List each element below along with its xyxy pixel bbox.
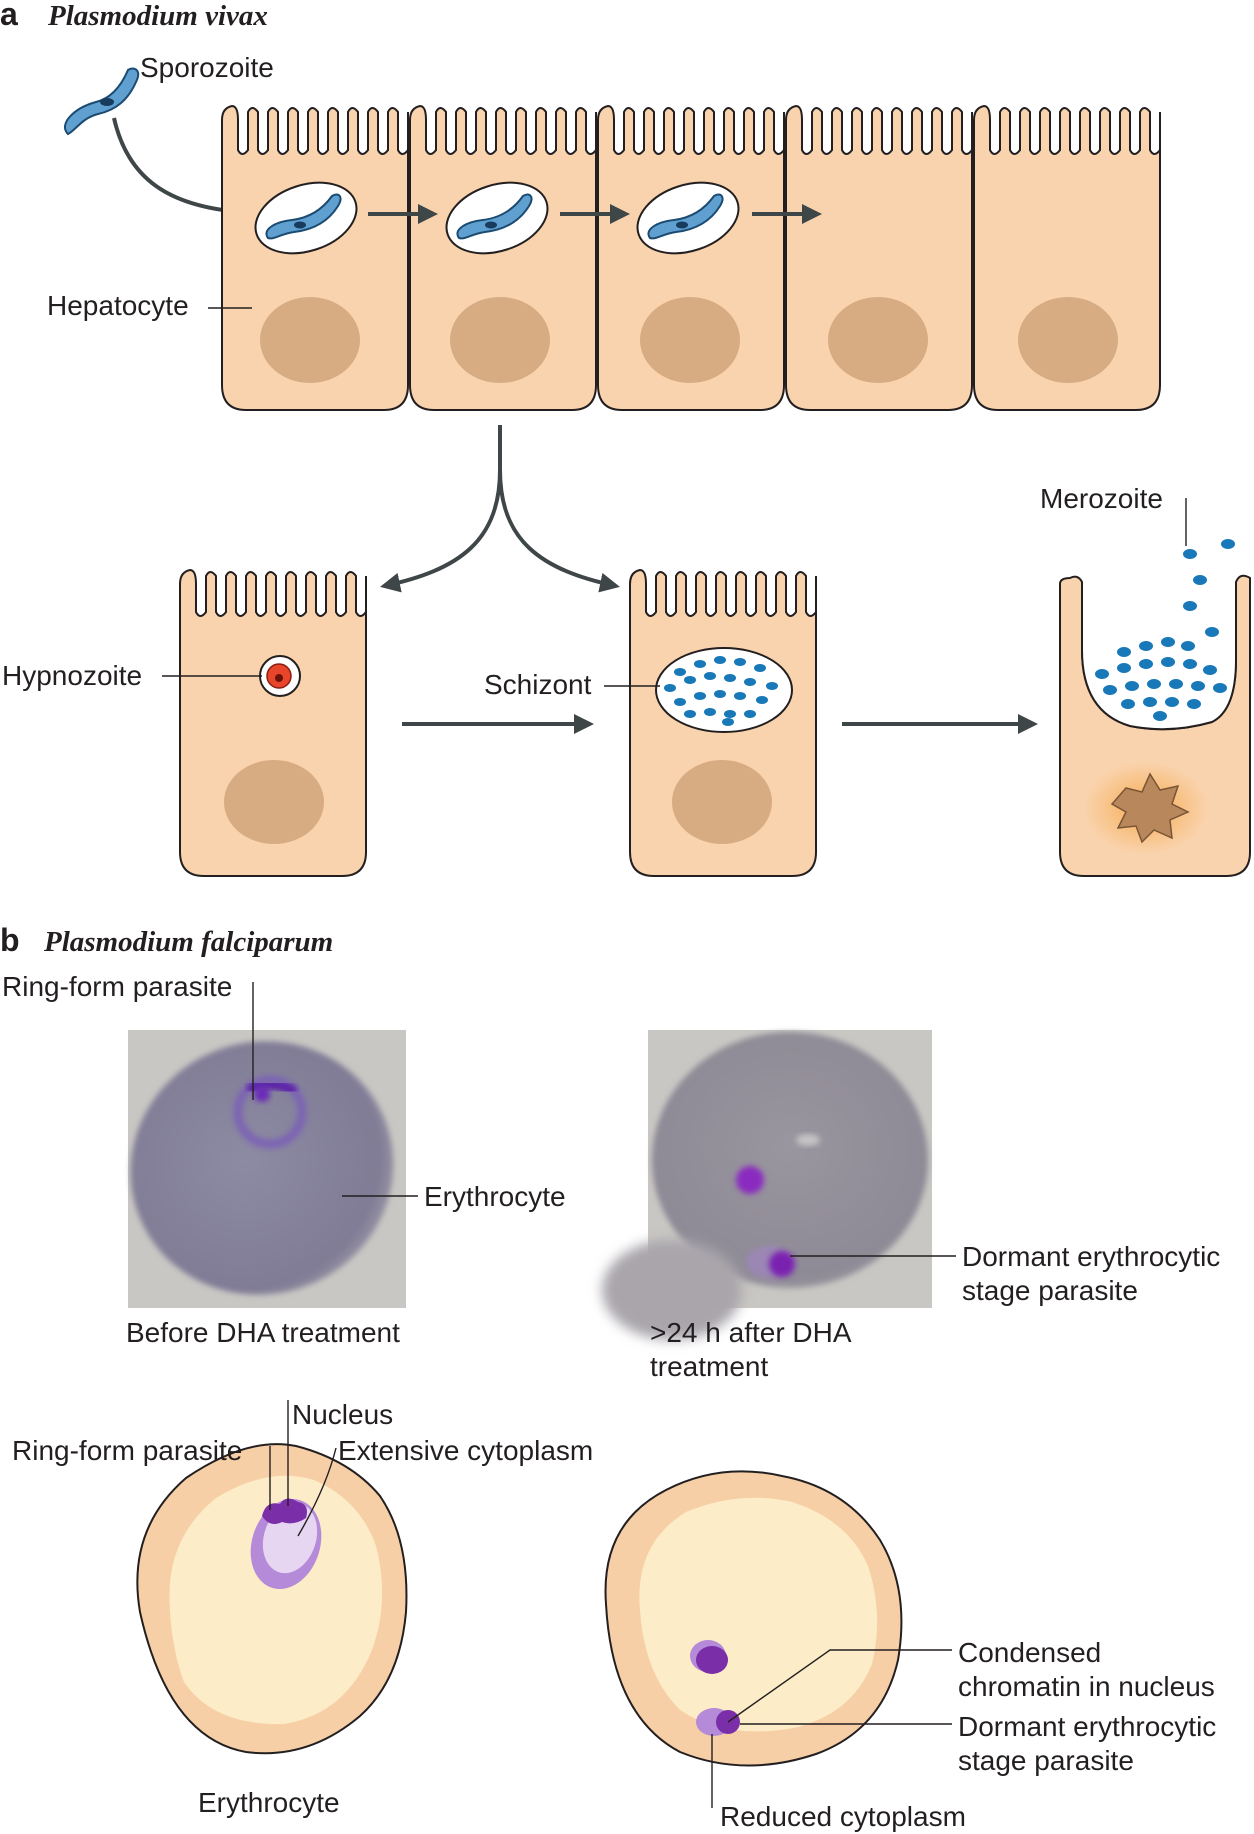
cytoplasm-leader-line bbox=[297, 1447, 337, 1537]
schematic-ring-form-erythrocyte bbox=[136, 1443, 408, 1755]
schematic-dormant-erythrocyte bbox=[604, 1470, 903, 1767]
schizont-label: Schizont bbox=[484, 669, 592, 700]
hepatocyte-nucleus bbox=[260, 297, 360, 383]
hepatocyte-nucleus bbox=[828, 297, 928, 383]
hepatocyte-row bbox=[221, 104, 1161, 411]
dormant-parasite-schematic-label-2: stage parasite bbox=[958, 1745, 1134, 1776]
micrograph-before-dha bbox=[128, 1030, 406, 1308]
hepatocyte-nucleus bbox=[1018, 297, 1118, 383]
vacuole-sporozoite bbox=[254, 181, 358, 255]
reduced-cytoplasm-label: Reduced cytoplasm bbox=[720, 1801, 966, 1832]
ruptured-hepatocyte bbox=[1059, 539, 1251, 877]
branch-arrow-hypnozoite bbox=[380, 425, 502, 593]
chromatin-leader-line bbox=[727, 1649, 952, 1723]
dormant-parasite-micrograph-label-2: stage parasite bbox=[962, 1275, 1138, 1306]
hypnozoite-hepatocyte bbox=[179, 568, 367, 877]
sporozoite-nucleus bbox=[100, 98, 114, 106]
branch-arrow-schizont bbox=[498, 469, 620, 593]
panel-b-species-title: Plasmodium falciparum bbox=[43, 926, 333, 958]
after-dha-caption-2: treatment bbox=[650, 1351, 768, 1382]
sporozoite-label: Sporozoite bbox=[140, 52, 274, 83]
erythrocyte-schematic-label: Erythrocyte bbox=[198, 1787, 340, 1818]
micrograph-after-dha bbox=[602, 1030, 932, 1340]
sporozoite-entry-arrow bbox=[112, 117, 244, 221]
degraded-nucleus-icon bbox=[1110, 772, 1190, 844]
nucleus-label: Nucleus bbox=[292, 1399, 393, 1430]
hepatocyte-nucleus bbox=[450, 297, 550, 383]
before-dha-caption: Before DHA treatment bbox=[126, 1317, 400, 1348]
hepatocyte-nucleus bbox=[640, 297, 740, 383]
condensed-chromatin-label-1: Condensed bbox=[958, 1637, 1101, 1668]
released-merozoites bbox=[1095, 539, 1235, 721]
panel-a-letter: a bbox=[0, 0, 18, 32]
extensive-cytoplasm-label: Extensive cytoplasm bbox=[338, 1435, 593, 1466]
panel-a-species-title: Plasmodium vivax bbox=[47, 0, 268, 32]
vacuole-sporozoite bbox=[636, 181, 740, 255]
after-dha-caption-1: >24 h after DHA bbox=[650, 1317, 852, 1348]
ring-form-parasite-label: Ring-form parasite bbox=[2, 971, 232, 1002]
vacuole-sporozoite bbox=[445, 181, 549, 255]
ring-form-schematic-label: Ring-form parasite bbox=[12, 1435, 242, 1466]
condensed-chromatin-label-2: chromatin in nucleus bbox=[958, 1671, 1215, 1702]
dormant-parasite-schematic-label-1: Dormant erythrocytic bbox=[958, 1711, 1216, 1742]
dormant-parasite-micrograph-label-1: Dormant erythrocytic bbox=[962, 1241, 1220, 1272]
erythrocyte-micrograph-label: Erythrocyte bbox=[424, 1181, 566, 1212]
hepatocyte-label: Hepatocyte bbox=[47, 290, 189, 321]
schizont-hepatocyte bbox=[629, 568, 817, 877]
panel-b-letter: b bbox=[0, 922, 20, 958]
hypnozoite-label: Hypnozoite bbox=[2, 660, 142, 691]
merozoite-label: Merozoite bbox=[1040, 483, 1163, 514]
schizont-merozoites bbox=[664, 656, 778, 726]
